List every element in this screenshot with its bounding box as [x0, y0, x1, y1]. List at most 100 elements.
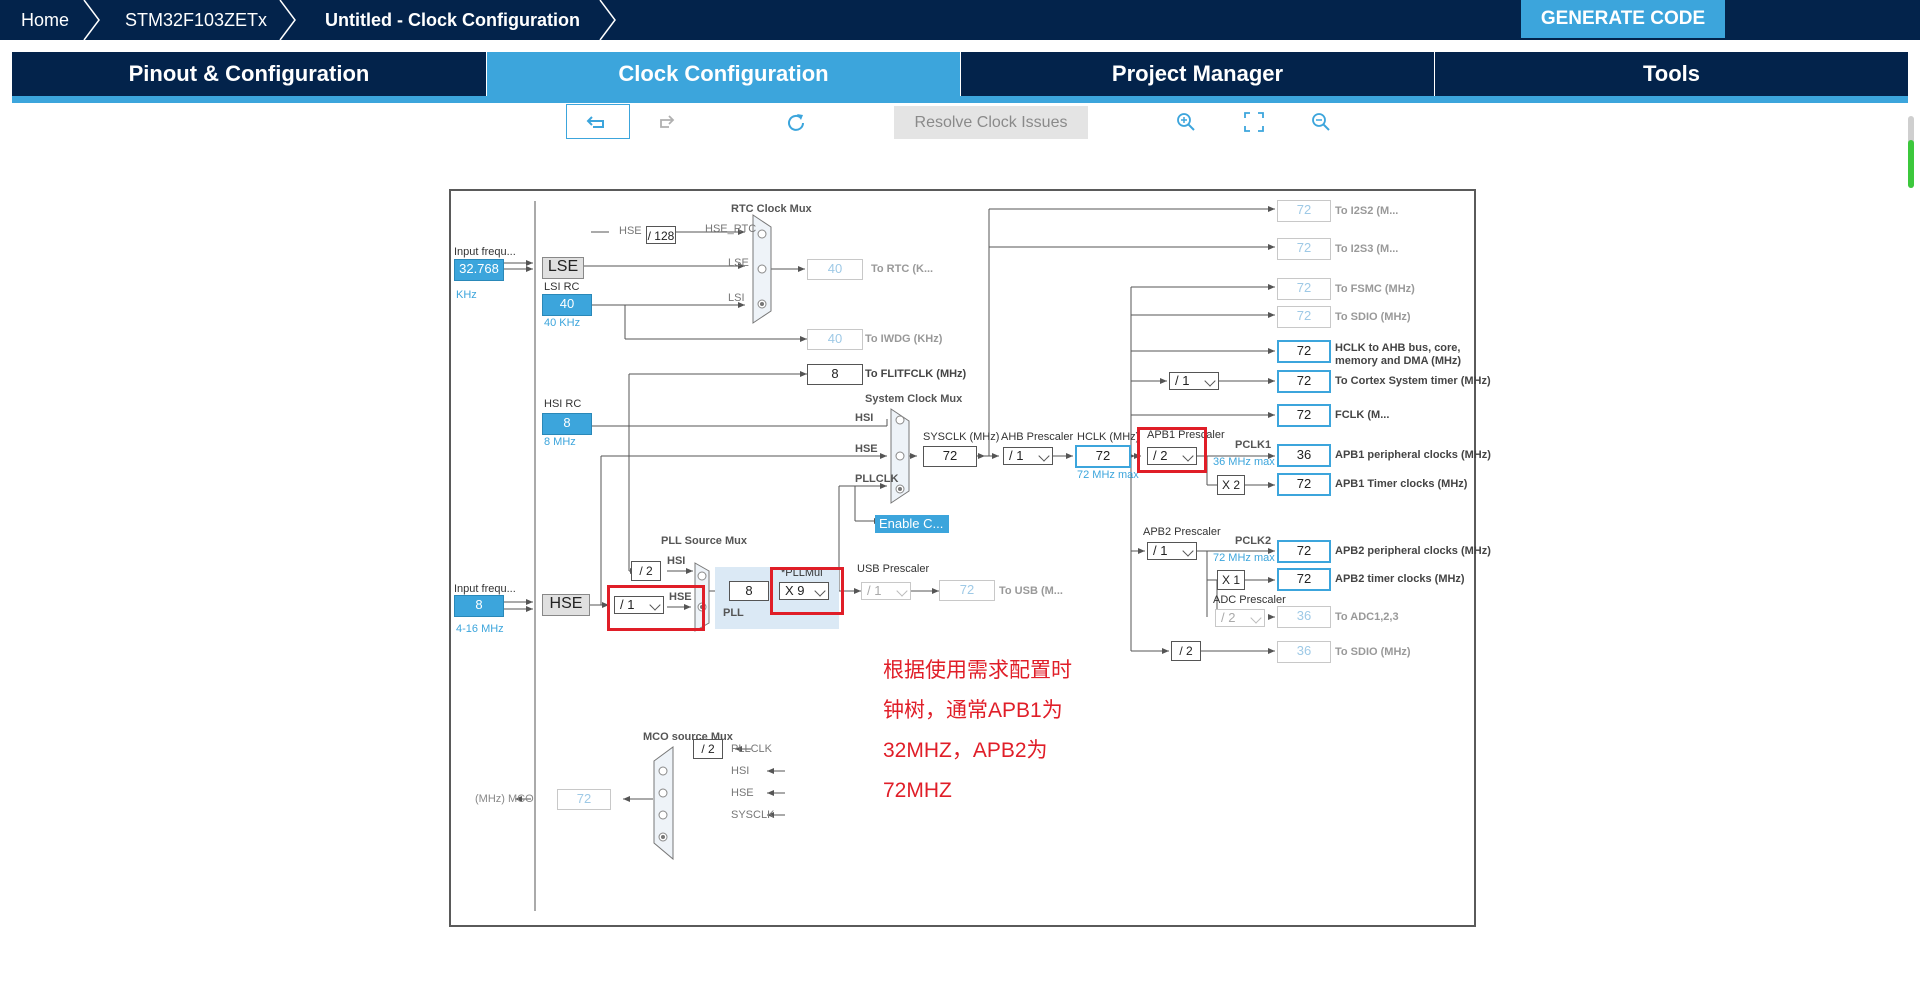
- i2s2-output-value[interactable]: 72: [1277, 200, 1331, 222]
- zoom-out-icon[interactable]: [1309, 110, 1333, 134]
- clock-tree-diagram: RTC Clock Mux HSE / 128 HSE_RTC LSE LSI …: [449, 189, 1491, 927]
- sysclk-label: SYSCLK (MHz): [923, 431, 1000, 443]
- mco-hse-label: HSE: [731, 787, 754, 799]
- top-bar: Home STM32F103ZETx Untitled - Clock Conf…: [0, 0, 1920, 41]
- apb2-prescaler-value: / 1: [1153, 543, 1168, 558]
- i2s2-output-label: To I2S2 (M...: [1335, 205, 1399, 217]
- apb2-prescaler-select[interactable]: / 1: [1147, 542, 1197, 560]
- usb-prescaler-select[interactable]: / 1: [861, 582, 911, 600]
- lsi-value: 40: [542, 294, 592, 316]
- annotation-note: 根据使用需求配置时 钟树，通常APB1为 32MHZ，APB2为 72MHZ: [883, 651, 1072, 811]
- pllsrc-hse-label: HSE: [669, 591, 692, 603]
- tab-divider: [960, 52, 961, 96]
- apb1-timer-output-label: APB1 Timer clocks (MHz): [1335, 478, 1468, 490]
- apb2-prescaler-label: APB2 Prescaler: [1143, 526, 1221, 538]
- i2s3-output-label: To I2S3 (M...: [1335, 243, 1399, 255]
- resolve-clock-issues-button[interactable]: Resolve Clock Issues: [894, 106, 1088, 139]
- mco-output-label: (MHz) MCO: [475, 793, 534, 805]
- usb-output-label: To USB (M...: [999, 585, 1063, 597]
- hse-block: HSE: [542, 594, 590, 616]
- pll-hsi-divider: / 2: [631, 561, 661, 581]
- mco-output-value[interactable]: 72: [557, 789, 611, 810]
- sdio-output-value-top[interactable]: 72: [1277, 306, 1331, 328]
- tab-project-manager[interactable]: Project Manager: [1111, 61, 1284, 86]
- cortex-timer-divider-select[interactable]: / 1: [1169, 372, 1219, 390]
- rtc-mux-title: RTC Clock Mux: [731, 203, 812, 215]
- undo-button[interactable]: [566, 104, 630, 139]
- tab-tools[interactable]: Tools: [1642, 61, 1701, 86]
- apb2-timer-multiplier: X 1: [1217, 570, 1245, 590]
- pll-source-mux-title: PLL Source Mux: [661, 535, 747, 547]
- apb2-timer-output-value[interactable]: 72: [1277, 568, 1331, 591]
- apb1-peripheral-output-value[interactable]: 36: [1277, 444, 1331, 467]
- annotation-line-4: 72MHZ: [883, 779, 952, 802]
- fsmc-output-value[interactable]: 72: [1277, 278, 1331, 300]
- cortex-timer-output-value[interactable]: 72: [1277, 370, 1331, 393]
- sdio-output-label-top: To SDIO (MHz): [1335, 311, 1411, 323]
- refresh-icon[interactable]: [784, 110, 808, 134]
- adc-output-value[interactable]: 36: [1277, 606, 1331, 628]
- sdio-output-value-bottom[interactable]: 36: [1277, 641, 1331, 663]
- tab-divider: [486, 52, 487, 96]
- apb1-prescaler-select[interactable]: / 2: [1147, 447, 1197, 465]
- rtc-lse-label: LSE: [728, 257, 749, 269]
- sysclk-value[interactable]: 72: [923, 446, 977, 467]
- ahb-prescaler-value: / 1: [1009, 448, 1024, 463]
- apb2-max: 72 MHz max: [1213, 552, 1275, 564]
- lsi-label: LSI RC: [544, 281, 580, 293]
- flitf-output-value[interactable]: 8: [807, 364, 863, 385]
- usb-prescaler-value: / 1: [867, 583, 882, 598]
- chevron-down-icon: [1204, 375, 1216, 387]
- zoom-in-icon[interactable]: [1174, 110, 1198, 134]
- breadcrumb-separator-icon: [83, 0, 100, 41]
- breadcrumb-home[interactable]: Home: [21, 10, 70, 30]
- system-clock-mux-title: System Clock Mux: [865, 393, 963, 405]
- sysmux-hse-label: HSE: [855, 443, 878, 455]
- tab-clock-configuration[interactable]: Clock Configuration: [487, 52, 960, 96]
- breadcrumb-device[interactable]: STM32F103ZETx: [125, 10, 268, 30]
- sysmux-hsi-label: HSI: [855, 412, 874, 424]
- usb-prescaler-label: USB Prescaler: [857, 563, 930, 575]
- highlight-apb1-prescaler: [1137, 427, 1207, 473]
- rtc-hse-divider: / 128: [646, 226, 676, 244]
- redo-icon[interactable]: [655, 110, 679, 134]
- adc-prescaler-label: ADC Prescaler: [1213, 594, 1286, 606]
- pll-multiplier-select[interactable]: X 9: [779, 582, 829, 600]
- usb-output-value[interactable]: 72: [939, 580, 995, 601]
- fclk-output-value[interactable]: 72: [1277, 404, 1331, 427]
- lsi-unit: 40 KHz: [544, 317, 581, 329]
- apb1-timer-multiplier: X 2: [1217, 475, 1245, 495]
- fit-to-screen-icon[interactable]: [1242, 110, 1266, 134]
- apb2-peripheral-output-label: APB2 peripheral clocks (MHz): [1335, 545, 1491, 557]
- hse-pll-divider-value: / 1: [620, 597, 635, 612]
- breadcrumb-current[interactable]: Untitled - Clock Configuration: [325, 10, 580, 30]
- hclk-ahb-output-value[interactable]: 72: [1277, 340, 1331, 363]
- generate-code-button[interactable]: GENERATE CODE: [1521, 0, 1725, 38]
- rtc-hse-label: HSE: [619, 225, 642, 237]
- cortex-timer-divider-value: / 1: [1175, 373, 1190, 388]
- breadcrumb-separator-icon: [279, 0, 296, 41]
- hse-pll-divider-select[interactable]: / 1: [614, 596, 664, 614]
- rtc-output-value[interactable]: 40: [807, 259, 863, 280]
- pclk2-label: PCLK2: [1235, 535, 1272, 547]
- lse-input-field[interactable]: 32.768: [454, 259, 504, 281]
- hclk-value[interactable]: 72: [1075, 445, 1131, 468]
- mco-sysclk-label: SYSCLK: [731, 809, 775, 821]
- apb1-max: 36 MHz max: [1213, 456, 1275, 468]
- iwdg-output-label: To IWDG (KHz): [865, 333, 943, 345]
- apb1-timer-output-value[interactable]: 72: [1277, 473, 1331, 496]
- iwdg-output-value[interactable]: 40: [807, 329, 863, 350]
- tab-pinout[interactable]: Pinout & Configuration: [128, 61, 370, 86]
- hclk-max: 72 MHz max: [1077, 469, 1139, 481]
- annotation-line-1: 根据使用需求配置时: [883, 659, 1072, 682]
- adc-prescaler-select[interactable]: / 2: [1215, 609, 1265, 627]
- apb2-peripheral-output-value[interactable]: 72: [1277, 540, 1331, 563]
- fclk-output-label: FCLK (M...: [1335, 409, 1390, 421]
- hclk-ahb-output-label: HCLK to AHB bus, core, memory and DMA (M…: [1335, 342, 1462, 367]
- ahb-prescaler-select[interactable]: / 1: [1003, 447, 1053, 465]
- hse-input-field[interactable]: 8: [454, 595, 504, 617]
- enable-css-button[interactable]: Enable C...: [875, 515, 949, 533]
- rtc-lsi-label: LSI: [728, 292, 745, 304]
- scrollbar-thumb[interactable]: [1908, 140, 1914, 188]
- i2s3-output-value[interactable]: 72: [1277, 238, 1331, 260]
